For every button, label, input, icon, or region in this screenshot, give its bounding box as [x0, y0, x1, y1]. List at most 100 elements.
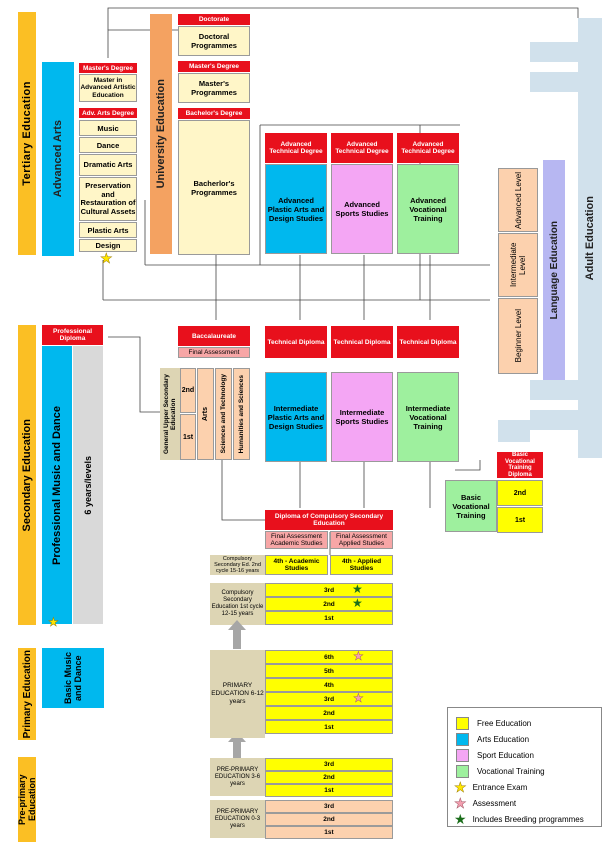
primary-grade-4: 4th [265, 678, 393, 692]
breeding-star-icon: ★ [352, 596, 363, 610]
legend-swatch [456, 765, 469, 778]
adv-arts-item-preservation: Preservation and Restauration of Cultura… [79, 177, 137, 221]
int-plastic-arts: Intermediate Plastic Arts and Design Stu… [265, 372, 327, 462]
legend-item-arts: Arts Education [456, 733, 529, 746]
legend-label: Sport Education [477, 751, 534, 760]
prof-music-dance-panel: Professional Music and Dance [42, 346, 72, 624]
legend-label: Assessment [472, 799, 517, 808]
adult-education-title: Adult Education [578, 18, 602, 458]
assessment-star-icon: ★ [353, 649, 364, 663]
pre36-grade-3: 3rd [265, 758, 393, 771]
adv-arts-item-dance: Dance [79, 137, 137, 153]
adult-arrow-5 [498, 420, 530, 442]
bacc-humanities-label: Humanities and Sciences [238, 374, 245, 454]
adult-arrow-1 [530, 42, 578, 62]
doctoral-programmes: Doctoral Programmes [178, 26, 250, 56]
prof-years-panel: 6 years/levels [73, 346, 103, 624]
basic-vocational-training: Basic Vocational Training [445, 480, 497, 532]
legend-label: Vocational Training [477, 767, 545, 776]
adult-arrow-2 [530, 72, 578, 92]
legend-item-assessment: ★ Assessment [454, 795, 516, 812]
primary-grade-3: 3rd [265, 692, 393, 706]
adult-arrow-4 [530, 410, 578, 430]
lang-beginner-level: Beginner Level [498, 298, 538, 374]
adv-arts-item-plastic: Plastic Arts [79, 222, 137, 238]
language-education-bar: Language Education [543, 160, 565, 380]
basic-vocational-diploma: Basic Vocational Training Diploma [497, 452, 543, 478]
lang-advanced-label: Advanced Level [513, 171, 523, 229]
adv-vocational: Advanced Vocational Training [397, 164, 459, 254]
int-vocational: Intermediate Vocational Training [397, 372, 459, 462]
pre36-grade-2: 2nd [265, 771, 393, 784]
language-education-label: Language Education [548, 220, 560, 320]
adv-arts-item-dramatic: Dramatic Arts [79, 154, 137, 176]
bacc-arts-label: Arts [202, 406, 209, 421]
tech-diploma-vocational: Technical Diploma [397, 326, 459, 358]
primary-grade-6: 6th [265, 650, 393, 664]
cse-grade-1: 1st [265, 611, 393, 625]
adv-arts-masters-degree: Master's Degree [79, 63, 137, 73]
baccalaureate-label: Baccalaureate [178, 326, 250, 346]
doctorate-label: Doctorate [178, 14, 250, 25]
legend-swatch [456, 733, 469, 746]
legend-swatch [456, 749, 469, 762]
lang-advanced-level: Advanced Level [498, 168, 538, 232]
adult-arrow-3 [530, 380, 578, 400]
primary-banner: Primary Education [18, 648, 36, 740]
general-upper-secondary: General Upper Secondary Education [160, 368, 180, 460]
secondary-banner: Secondary Education [18, 325, 36, 625]
adv-arts-item-design: Design [79, 239, 137, 252]
basic-music-dance-label: Basic Music and Dance [63, 651, 83, 705]
prof-years-label: 6 years/levels [83, 455, 93, 515]
star-yellow-icon: ★ [454, 779, 467, 796]
compulsory-diploma: Diploma of Compulsory Secondary Educatio… [265, 510, 393, 530]
basic-vocational-grade-1: 1st [497, 507, 543, 533]
cse-grade-3: 3rd [265, 583, 393, 597]
final-assessment-applied: Final Assessment Applied Studies [330, 531, 393, 549]
bacc-arts: Arts [197, 368, 214, 460]
bacc-humanities: Humanities and Sciences [233, 368, 250, 460]
primary-label: Primary Education [21, 649, 33, 739]
final-assessment-academic: Final Assessment Academic Studies [265, 531, 328, 549]
fourth-academic: 4th - Academic Studies [265, 555, 328, 575]
star-pink-icon: ★ [454, 795, 467, 812]
tertiary-banner: Tertiary Education [18, 12, 36, 255]
advanced-arts-title: Advanced Arts [52, 120, 64, 198]
uni-masters-programmes: Master's Programmes [178, 73, 250, 103]
legend-item-breeding: ★Includes Breeding programmes [454, 811, 584, 828]
adv-tech-degree-sports: Advanced Technical Degree [331, 133, 393, 163]
adv-arts-masters-program: Master in Advanced Artistic Education [79, 74, 137, 102]
legend-item-entrance: ★Entrance Exam [454, 779, 528, 796]
bachelors-degree: Bachelor's Degree [178, 108, 250, 119]
legend-swatch [456, 717, 469, 730]
legend-box: Free Education Arts Education Sport Educ… [447, 707, 602, 827]
legend-item-vocational: Vocational Training [456, 765, 545, 778]
lang-intermediate-level: Intermediate Level [498, 233, 538, 297]
primary-grade-5: 5th [265, 664, 393, 678]
compulsory-first-cycle: Compulsory Secondary Education 1st cycle… [210, 583, 265, 625]
adv-sports: Advanced Sports Studies [331, 164, 393, 254]
preprimary-label: Pre-primary Education [17, 774, 37, 825]
secondary-label: Secondary Education [21, 418, 33, 532]
lang-beginner-label: Beginner Level [513, 309, 523, 363]
professional-diploma: Professional Diploma [42, 325, 103, 345]
bacc-final-assessment: Final Assessment [178, 347, 250, 358]
tech-diploma-sports: Technical Diploma [331, 326, 393, 358]
cse-grade-2: 2nd [265, 597, 393, 611]
preprimary-banner: Pre-primary Education [17, 757, 37, 842]
pre03-grade-3: 3rd [265, 800, 393, 813]
bacc-grade-1: 1st [180, 414, 196, 460]
prof-music-dance-title: Professional Music and Dance [51, 405, 63, 565]
pre03-grade-1: 1st [265, 826, 393, 839]
fourth-applied: 4th - Applied Studies [330, 555, 393, 575]
adult-education-bar [578, 18, 602, 458]
int-sports: Intermediate Sports Studies [331, 372, 393, 462]
uni-masters-degree: Master's Degree [178, 61, 250, 72]
preprimary-3-6-label: PRE-PRIMARY EDUCATION 3-6 years [210, 758, 265, 796]
adv-arts-degree-label: Adv. Arts Degree [79, 108, 137, 118]
tech-diploma-plastic: Technical Diploma [265, 326, 327, 358]
advanced-arts-panel: Advanced Arts [42, 62, 74, 256]
pre36-grade-1: 1st [265, 784, 393, 797]
compulsory-second-cycle: Compulsory Secondary Ed. 2nd cycle 15-16… [210, 555, 265, 575]
bacc-sciences: Sciences and Technology [215, 368, 232, 460]
